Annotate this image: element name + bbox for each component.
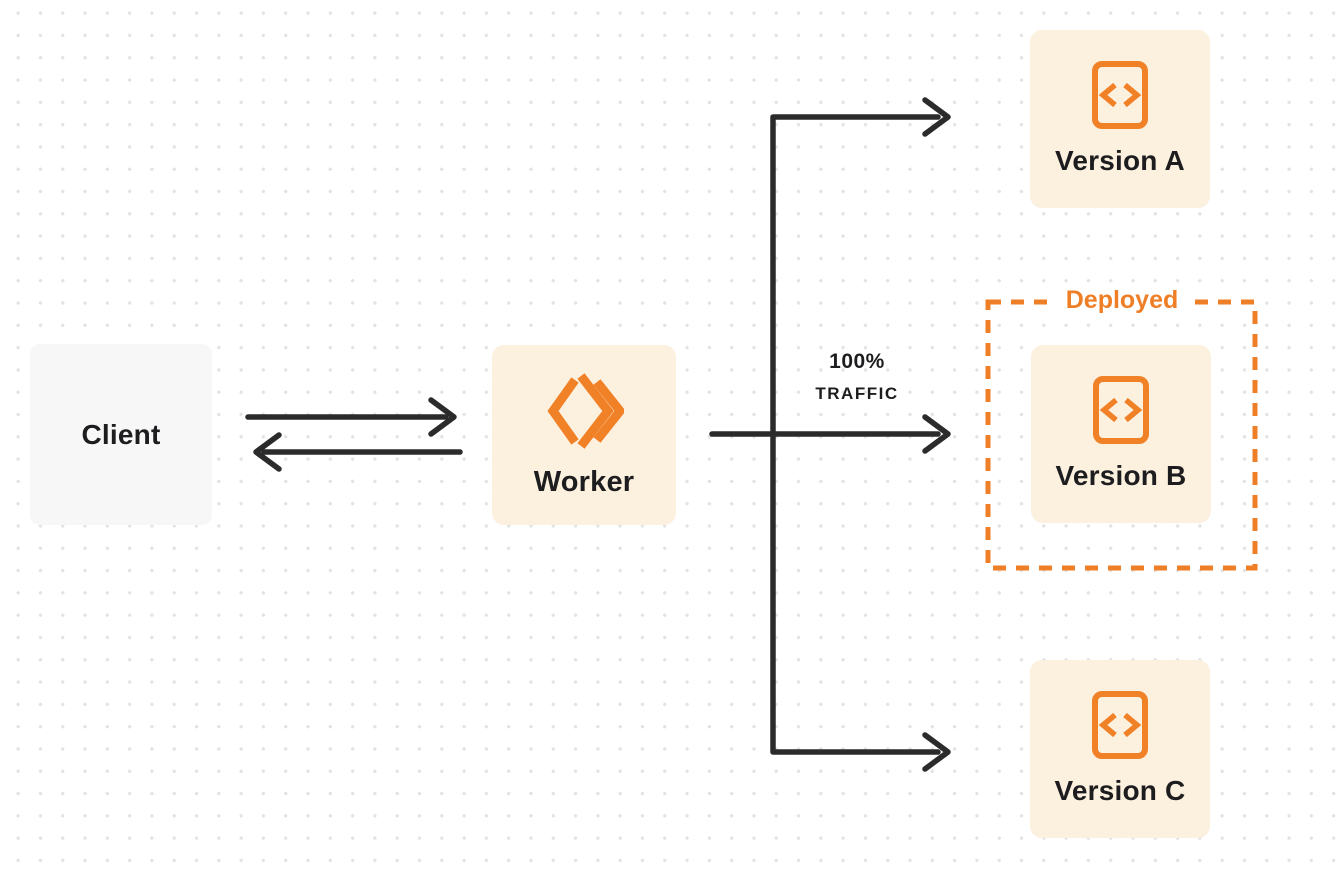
worker-label: Worker xyxy=(533,465,635,498)
client-node: Client xyxy=(30,344,212,525)
branch-arrow-version-c xyxy=(922,732,951,772)
branch-line xyxy=(770,97,951,772)
worker-node: Worker xyxy=(492,345,676,525)
code-file-icon xyxy=(1093,376,1149,444)
version-b-label: Version B xyxy=(1055,460,1187,491)
branch-arrow-version-a xyxy=(922,97,951,137)
version-c-node: Version C xyxy=(1030,660,1210,838)
worker-traffic-arrow xyxy=(709,414,951,454)
code-file-icon xyxy=(1092,61,1148,129)
code-file-icon xyxy=(1092,691,1148,759)
deployed-label: Deployed xyxy=(1055,286,1189,314)
version-b-node: Version B xyxy=(1031,345,1211,523)
traffic-percent-text: 100% xyxy=(829,350,885,373)
traffic-word-text: TRAFFIC xyxy=(815,384,899,403)
client-to-worker-arrow xyxy=(245,397,457,437)
workers-logo-icon xyxy=(547,372,624,449)
worker-to-client-arrow xyxy=(253,432,463,472)
version-c-label: Version C xyxy=(1054,775,1186,806)
deployed-group: Deployed xyxy=(983,286,1261,573)
version-a-node: Version A xyxy=(1030,30,1210,208)
client-label: Client xyxy=(81,418,161,450)
deployed-dashed-border xyxy=(985,299,1258,571)
version-a-label: Version A xyxy=(1055,145,1185,176)
traffic-annotation: 100% TRAFFIC xyxy=(787,350,927,404)
